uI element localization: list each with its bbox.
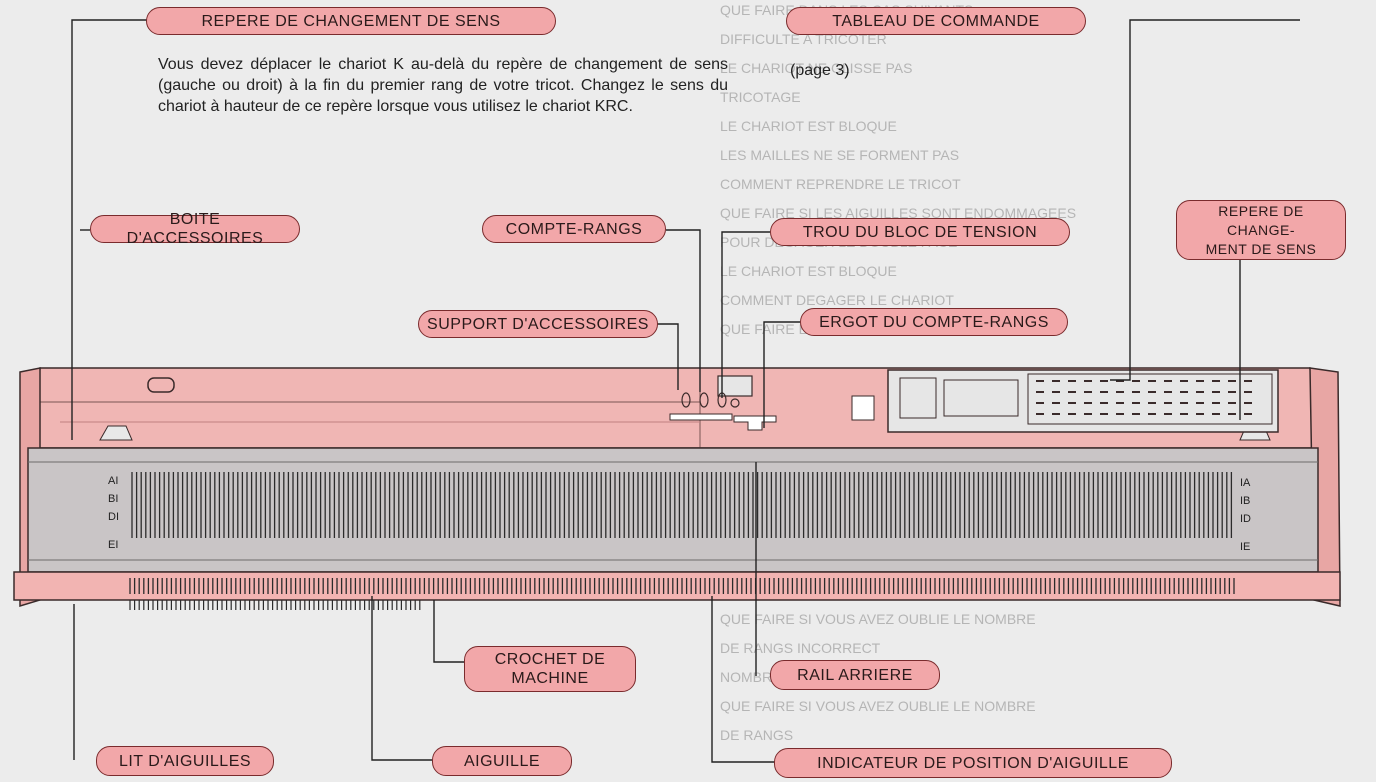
background-text-line: QUE FAIRE SI LES AIGUILLES SONT ENDOMMAG… (720, 205, 1077, 221)
background-text-line: LES MAILLES NE SE FORMENT PAS (720, 147, 960, 163)
background-text-line: QUE FAIRE SI VOUS AVEZ OUBLIE LE NOMBRE (720, 611, 1036, 627)
bed-letter: AI (108, 475, 119, 487)
bed-letters-left: AI BI DI EI (108, 472, 119, 554)
background-text-line: LE CHARIOT NE GLISSE PAS (720, 60, 913, 76)
background-text-line: COMMENT DEGAGER LE CHARIOT (720, 292, 954, 308)
background-text-line: LE CHARIOT EST BLOQUE (720, 263, 897, 279)
background-text-line: DIFFICULTE A TRICOTER (720, 31, 887, 47)
bed-letter: ID (1240, 513, 1251, 525)
tableau-page-ref: (page 3) (790, 62, 850, 79)
bed-letter: BI (108, 493, 119, 505)
label-compte-rangs: COMPTE-RANGS (482, 215, 666, 243)
bed-letter: IE (1240, 541, 1251, 553)
label-crochet-machine: CROCHET DE MACHINE (464, 646, 636, 692)
background-text-line: DE RANGS (720, 727, 794, 743)
bed-letter: DI (108, 511, 119, 523)
label-repere-changement-sens-left: REPERE DE CHANGEMENT DE SENS (146, 7, 556, 35)
bed-letters-right: IA IB ID IE (1240, 474, 1251, 556)
background-text-line: LE CHARIOT EST BLOQUE (720, 118, 897, 134)
label-aiguille: AIGUILLE (432, 746, 572, 776)
label-indicateur-position-aiguille: INDICATEUR DE POSITION D'AIGUILLE (774, 748, 1172, 778)
background-text-line: TRICOTAGE (720, 89, 801, 105)
label-tableau-de-commande: TABLEAU DE COMMANDE (786, 7, 1086, 35)
label-repere-changement-sens-right: REPERE DE CHANGE- MENT DE SENS (1176, 200, 1346, 260)
bed-letter: EI (108, 539, 119, 551)
bed-letter: IA (1240, 477, 1251, 489)
bed-letter: IB (1240, 495, 1251, 507)
label-boite-accessoires: BOITE D'ACCESSOIRES (90, 211, 300, 247)
label-ergot-compte-rangs: ERGOT DU COMPTE-RANGS (800, 308, 1068, 336)
background-text-line: COMMENT REPRENDRE LE TRICOT (720, 176, 961, 192)
repere-note: Vous devez déplacer le chariot K au-delà… (158, 56, 728, 115)
label-trou-bloc-tension: TROU DU BLOC DE TENSION (770, 218, 1070, 246)
label-rail-arriere: RAIL ARRIERE (770, 660, 940, 690)
background-text-line: QUE FAIRE SI VOUS AVEZ OUBLIE LE NOMBRE (720, 698, 1036, 714)
background-text-line: DE RANGS INCORRECT (720, 640, 881, 656)
label-lit-aiguilles: LIT D'AIGUILLES (96, 746, 274, 776)
label-support-accessoires: SUPPORT D'ACCESSOIRES (418, 310, 658, 338)
